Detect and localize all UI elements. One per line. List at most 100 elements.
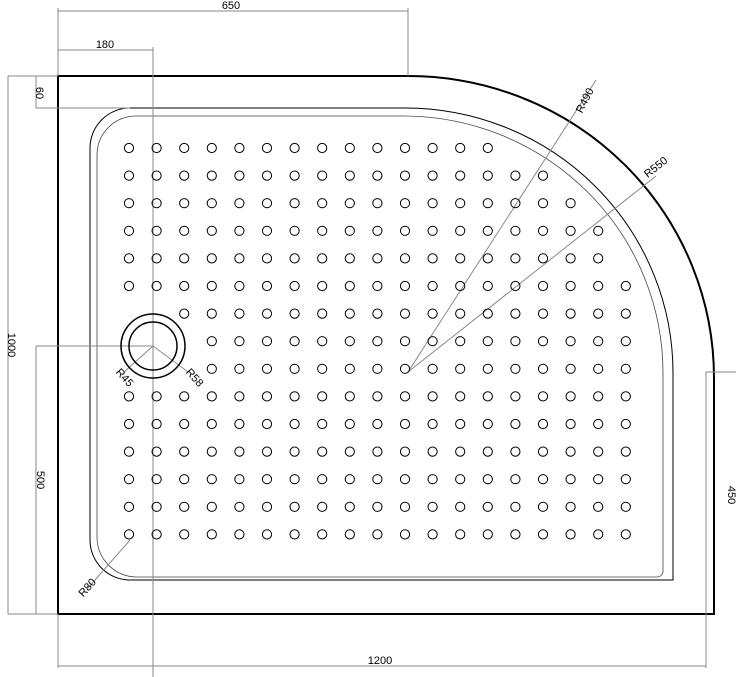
anti-slip-dot	[317, 363, 328, 374]
anti-slip-dot	[289, 418, 300, 430]
anti-slip-dot	[344, 225, 355, 236]
anti-slip-dot	[206, 363, 217, 374]
anti-slip-dot	[510, 280, 521, 292]
anti-slip-dot	[261, 142, 273, 154]
anti-slip-dot	[317, 198, 328, 209]
anti-slip-dot	[537, 391, 549, 402]
anti-slip-dot	[593, 308, 604, 319]
anti-slip-dot	[372, 418, 383, 430]
anti-slip-dot	[510, 308, 521, 319]
anti-slip-dot	[261, 474, 273, 485]
anti-slip-dot	[289, 363, 300, 374]
anti-slip-dot	[261, 418, 273, 430]
anti-slip-dot	[510, 336, 521, 347]
anti-slip-dot	[151, 280, 162, 292]
anti-slip-dot	[537, 529, 549, 540]
anti-slip-dot	[317, 142, 328, 154]
anti-slip-dot	[510, 446, 521, 457]
anti-slip-dot	[427, 225, 438, 236]
anti-slip-dot	[317, 418, 328, 430]
anti-slip-dot	[593, 280, 604, 292]
anti-slip-dot	[261, 501, 273, 512]
anti-slip-dot	[565, 529, 576, 540]
anti-slip-dot	[234, 336, 245, 347]
anti-slip-dot	[123, 280, 135, 292]
anti-slip-dot	[344, 336, 355, 347]
anti-slip-dot	[427, 391, 438, 402]
anti-slip-dot	[123, 474, 135, 485]
anti-slip-dot	[482, 253, 493, 264]
anti-slip-dot	[399, 391, 411, 402]
anti-slip-dot	[151, 198, 162, 209]
anti-slip-dot	[593, 363, 604, 374]
anti-slip-dot	[455, 418, 466, 430]
anti-slip-dot	[620, 280, 631, 292]
anti-slip-dot	[482, 446, 493, 457]
anti-slip-dot	[234, 308, 245, 319]
anti-slip-dot	[372, 170, 383, 181]
anti-slip-dot	[537, 363, 549, 374]
anti-slip-dot	[261, 391, 273, 402]
anti-slip-dot	[427, 418, 438, 430]
anti-slip-dot	[344, 446, 355, 457]
anti-slip-dot	[372, 391, 383, 402]
anti-slip-dot	[289, 308, 300, 319]
anti-slip-dot	[427, 253, 438, 264]
anti-slip-dot	[151, 446, 162, 457]
anti-slip-dot	[123, 529, 135, 540]
anti-slip-dot	[234, 529, 245, 540]
anti-slip-dot	[593, 446, 604, 457]
dim-total-width: 1200	[368, 655, 392, 667]
anti-slip-dot	[261, 336, 273, 347]
anti-slip-dot	[317, 280, 328, 292]
anti-slip-dot	[317, 225, 328, 236]
anti-slip-dot	[482, 170, 493, 181]
anti-slip-dot	[372, 529, 383, 540]
anti-slip-dot	[620, 501, 631, 512]
anti-slip-dot	[317, 170, 328, 181]
anti-slip-dot	[179, 225, 190, 236]
anti-slip-dot	[289, 446, 300, 457]
anti-slip-dot	[537, 170, 549, 181]
anti-slip-dot	[289, 391, 300, 402]
dimension-lines	[7, 8, 736, 677]
anti-slip-dot	[234, 142, 245, 154]
anti-slip-dot	[123, 170, 135, 181]
anti-slip-dot	[399, 225, 411, 236]
anti-slip-dot	[261, 225, 273, 236]
anti-slip-dot	[261, 280, 273, 292]
anti-slip-dot	[372, 501, 383, 512]
anti-slip-dot	[399, 336, 411, 347]
anti-slip-dot	[289, 501, 300, 512]
anti-slip-dot	[234, 225, 245, 236]
anti-slip-dot	[455, 391, 466, 402]
anti-slip-dot	[123, 253, 135, 264]
anti-slip-dot	[206, 474, 217, 485]
anti-slip-dot	[399, 446, 411, 457]
anti-slip-dot	[620, 308, 631, 319]
anti-slip-dot	[179, 198, 190, 209]
anti-slip-dot	[482, 142, 493, 154]
anti-slip-dot	[151, 529, 162, 540]
anti-slip-dot	[620, 474, 631, 485]
anti-slip-dot	[510, 529, 521, 540]
anti-slip-dot	[289, 336, 300, 347]
anti-slip-dot	[206, 391, 217, 402]
radius-r490: R490	[574, 86, 597, 115]
anti-slip-dot	[179, 474, 190, 485]
anti-slip-dot	[537, 253, 549, 264]
anti-slip-dot	[399, 501, 411, 512]
anti-slip-dot	[234, 170, 245, 181]
anti-slip-dot	[565, 225, 576, 236]
anti-slip-dot	[179, 446, 190, 457]
anti-slip-dot	[151, 418, 162, 430]
anti-slip-dot	[179, 418, 190, 430]
anti-slip-dot	[455, 308, 466, 319]
anti-slip-dot	[593, 529, 604, 540]
anti-slip-dot	[344, 198, 355, 209]
anti-slip-dot	[455, 363, 466, 374]
anti-slip-dot	[123, 142, 135, 154]
anti-slip-dot	[427, 363, 438, 374]
anti-slip-dot	[593, 501, 604, 512]
anti-slip-dot	[372, 336, 383, 347]
